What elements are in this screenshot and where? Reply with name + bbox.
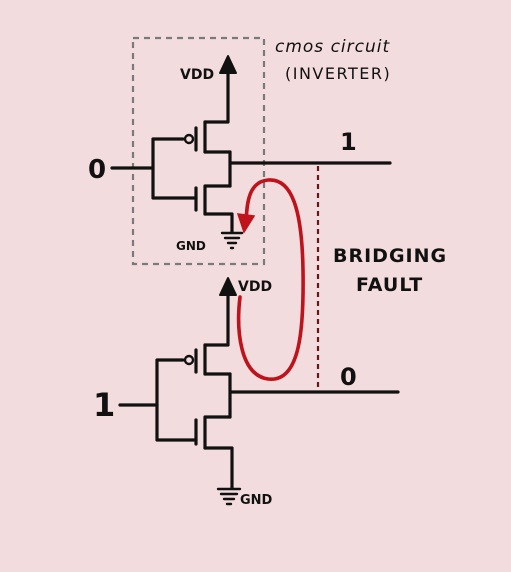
fault-current-arrowhead-icon [236, 213, 256, 234]
bottom-gnd-icon [216, 487, 242, 506]
top-vdd-label: VDD [180, 67, 214, 83]
annotation-line-2: (INVERTER) [285, 64, 391, 83]
annotation-line-1: cmos circuit [275, 37, 390, 57]
fault-label-line-2: FAULT [356, 274, 423, 296]
top-pmos-bubble [183, 133, 195, 145]
fault-label-line-1: BRIDGING [333, 245, 447, 267]
top-gnd-icon [220, 231, 244, 250]
top-nmos-source [203, 212, 234, 234]
bottom-input-value: 1 [93, 386, 115, 424]
bottom-pmos-bubble [183, 354, 195, 366]
top-nmos-channel [203, 184, 232, 216]
top-input-value: 0 [88, 155, 106, 185]
bottom-inverter [118, 277, 400, 506]
top-inverter [110, 55, 392, 250]
bottom-gnd-label: GND [240, 493, 273, 508]
top-vdd-wire [203, 68, 230, 124]
top-vdd-arrow-icon [219, 55, 237, 74]
top-output-wire [228, 150, 392, 188]
top-gate-wire [151, 137, 198, 200]
inverter-highlight-box [131, 36, 266, 266]
bottom-nmos-source [203, 446, 234, 490]
bottom-nmos-channel [203, 415, 232, 450]
bottom-vdd-arrow-icon [219, 277, 237, 296]
top-gnd-label: GND [176, 239, 206, 253]
bottom-vdd-wire [203, 291, 230, 347]
bottom-output-wire [228, 372, 400, 419]
bottom-output-value: 0 [340, 363, 357, 391]
bottom-vdd-label: VDD [238, 279, 272, 295]
fault-current-loop [236, 178, 305, 381]
bottom-gate-wire [155, 358, 198, 442]
top-output-value: 1 [340, 128, 357, 156]
